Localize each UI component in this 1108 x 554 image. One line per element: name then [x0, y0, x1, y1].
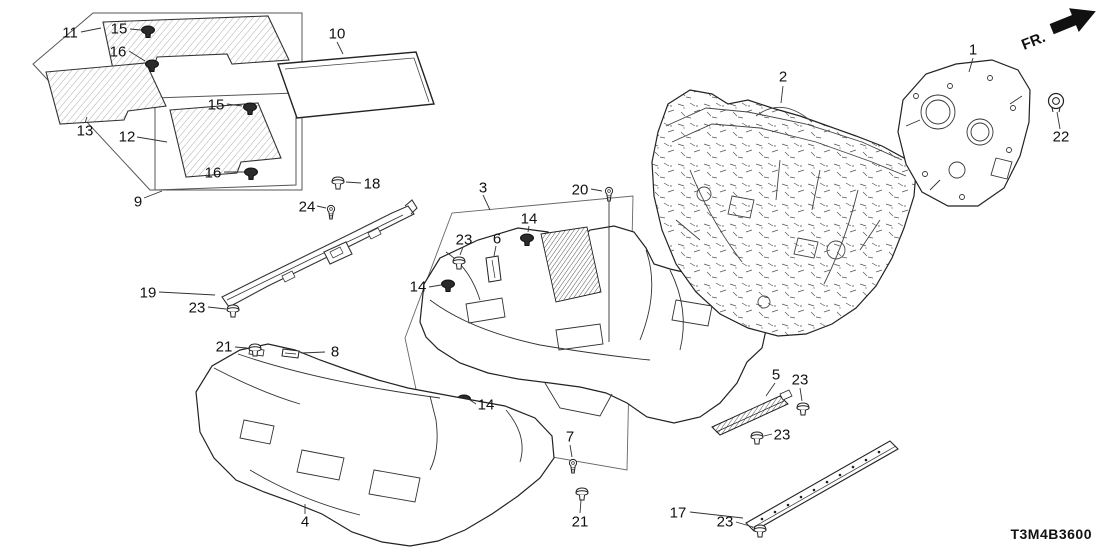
- fastener-20: [604, 186, 614, 202]
- floor-mat-11: [102, 15, 290, 70]
- fastener-23-d: [750, 431, 764, 445]
- fastener-23-a: [226, 304, 240, 318]
- fr-label: FR.: [1019, 29, 1048, 54]
- floor-mat-10: [277, 51, 435, 119]
- fastener-21-b: [575, 487, 589, 501]
- fastener-18: [331, 176, 345, 190]
- sill-garnish-17: [745, 440, 899, 532]
- sill-garnish-19: [221, 199, 418, 308]
- mat-group-box-9: [32, 12, 303, 191]
- diagram-code: T3M4B3600: [1010, 526, 1092, 542]
- fastener-7: [568, 458, 578, 474]
- dash-panel-1-details: [905, 75, 1023, 200]
- dash-insulator-2-details: [665, 106, 907, 309]
- floor-mat-13: [45, 62, 167, 125]
- side-garnish-5: [711, 389, 793, 436]
- fastener-24: [326, 204, 336, 220]
- floor-mat-10-inner-line: [284, 57, 430, 103]
- leader-lines: [80, 27, 1061, 528]
- floor-carpet-4: [195, 343, 555, 547]
- fr-arrow: FR.: [1019, 8, 1096, 54]
- fastener-23-c: [796, 402, 810, 416]
- bracket-6: [485, 255, 502, 283]
- grommet-22: [1047, 92, 1065, 113]
- floor-carpet-4-details: [213, 347, 523, 516]
- dash-insulator-2: [651, 89, 917, 337]
- fastener-16-b: [244, 167, 258, 180]
- mat-group-box-12: [154, 92, 297, 191]
- floor-mat-12: [169, 102, 282, 178]
- floor-carpet-3-details: [429, 226, 713, 417]
- dash-panel-1: [897, 59, 1031, 207]
- fastener-23-e: [753, 524, 767, 538]
- bracket-8: [281, 348, 300, 359]
- fr-arrow-icon: [1049, 8, 1096, 35]
